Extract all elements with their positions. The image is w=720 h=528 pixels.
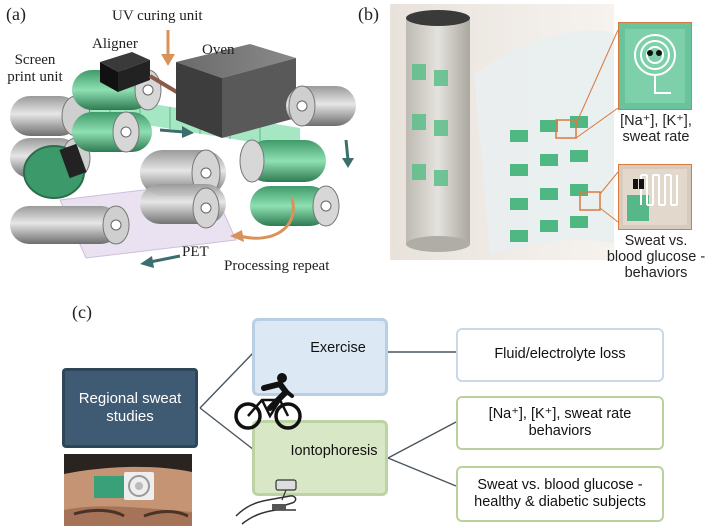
web-direction-arrow [159,126,194,138]
aligner-label: Aligner [92,36,138,52]
outcome-fluid-box: Fluid/electrolyte loss [456,328,664,382]
right-down-arrow [342,139,354,168]
exercise-box-text: Exercise [310,340,366,357]
sensor-roll-photo [390,4,614,260]
outcome-electrolyte-text: [Na⁺], [K⁺], sweat rate behaviors [488,405,632,439]
inset-connectors [575,29,619,223]
cyclist-icon [234,373,302,430]
outcome-fluid-text: Fluid/electrolyte loss [494,346,626,363]
right-rolls [239,85,356,227]
sodium-potassium-sensor-inset [618,22,692,110]
screen-print-unit-label: Screen print unit [7,52,63,85]
iontophoresis-box-text: Iontophoresis [290,443,378,460]
glucose-sensor-inset [618,164,692,230]
uv-arrow [161,30,175,66]
iontophoresis-box: Iontophoresis [252,420,388,496]
outcome-glucose-box: Sweat vs. blood glucose - healthy & diab… [456,466,664,522]
center-roll [140,149,226,229]
outcome-glucose-text: Sweat vs. blood glucose - healthy & diab… [474,476,646,510]
panel-a: (a) [0,0,360,290]
inset-top-caption: [Na⁺], [K⁺], sweat rate [620,113,692,145]
outcome-electrolyte-box: [Na⁺], [K⁺], sweat rate behaviors [456,396,664,450]
oven-label: Oven [202,42,235,58]
root-box: Regional sweat studies [62,368,198,448]
panel-b: (b) [358,0,720,300]
processing-repeat-arrow [230,197,295,242]
inset-bottom-caption: Sweat vs. blood glucose - behaviors [606,233,706,281]
iontophoresis-hand-icon [235,479,297,525]
panel-b-label: (b) [358,4,379,24]
panel-c: (c) Regional sweat studies Exercise Iont… [0,290,720,527]
oven-block [176,44,296,138]
pet-label: PET [182,244,209,260]
panel-a-label: (a) [6,4,26,24]
forehead-sensor-photo [64,454,192,526]
processing-repeat-label: Processing repeat [224,258,330,274]
aligner-block [100,52,150,92]
uv-curing-unit-label: UV curing unit [112,8,203,24]
root-box-text: Regional sweat studies [78,390,182,425]
flow-connectors [199,351,457,487]
panel-c-label: (c) [72,302,92,322]
pet-arrow [140,254,181,268]
roll-to-roll-illustration [10,30,356,268]
